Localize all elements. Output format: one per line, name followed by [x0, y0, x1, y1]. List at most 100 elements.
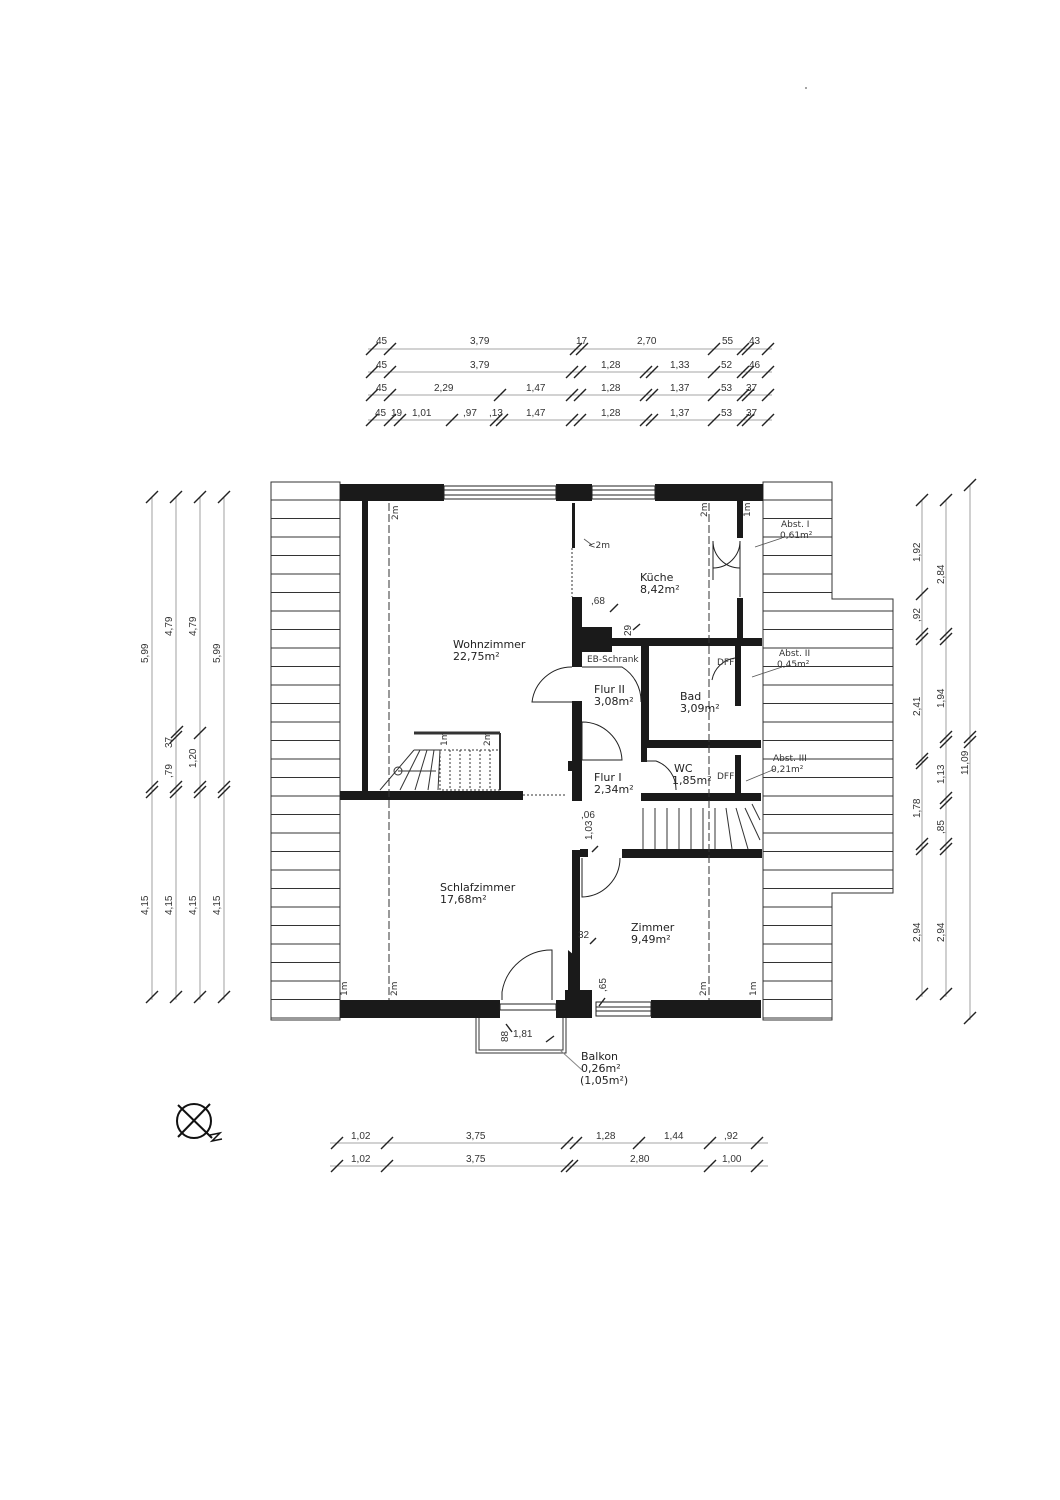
staircase-lower	[642, 803, 761, 850]
dim-label: ,92	[912, 608, 923, 622]
dim-label: 32	[578, 930, 590, 941]
room-wc: WC 1,85m²	[672, 762, 712, 787]
inner-dimensions: ,68 29 ,06 1,03 32 ,65 88 1,81	[500, 596, 641, 1043]
window-zimmer	[595, 1001, 652, 1017]
bottom-dimension-chains	[330, 1136, 768, 1173]
room-abst3: Abst. III 0,21m²	[771, 754, 807, 775]
dim-label: 1,28	[596, 1131, 616, 1142]
dim-label: 43	[749, 336, 761, 347]
room-kueche: Küche 8,42m²	[640, 571, 680, 596]
dim-label: 1,03	[584, 820, 595, 840]
height-label: 1m	[749, 982, 759, 997]
room-area: 8,42m²	[640, 583, 680, 596]
dim-label: 2,70	[637, 336, 657, 347]
north-label: N	[215, 1144, 216, 1146]
dim-label: 45	[375, 408, 387, 419]
dim-label: 1,81	[513, 1029, 533, 1040]
height-label: 2m	[391, 506, 401, 521]
dim-label: 4,15	[212, 895, 223, 915]
dim-label: 29	[623, 624, 634, 636]
room-flur1: Flur I 2,34m²	[594, 771, 634, 796]
room-area: 0,45m²	[777, 660, 810, 670]
room-name: Abst. III	[773, 754, 807, 764]
dim-label: 55	[722, 336, 734, 347]
dim-label: 1,28	[601, 360, 621, 371]
dim-label: ,13	[489, 408, 503, 419]
room-area: 2,34m²	[594, 783, 634, 796]
room-name: WC	[674, 762, 693, 775]
dim-label: 88	[500, 1030, 511, 1042]
dff-label: DFF	[717, 658, 734, 668]
door-abst2	[711, 657, 736, 681]
room-area: 0,21m²	[771, 765, 804, 775]
room-name: Flur II	[594, 683, 625, 696]
roof-area-right	[762, 481, 894, 1021]
dim-label: 3,79	[470, 360, 490, 371]
room-name: Bad	[680, 690, 701, 703]
door-flur2-bad	[582, 666, 642, 703]
room-name: Abst. I	[781, 520, 809, 530]
dim-label: 11,09	[960, 750, 971, 775]
room-area: 0,26m²	[581, 1062, 621, 1075]
height-label: 2m	[390, 982, 400, 997]
room-area-alt: (1,05m²)	[580, 1074, 628, 1087]
dim-label: 2,80	[630, 1154, 650, 1165]
staircase	[379, 731, 761, 850]
dim-label: ,65	[598, 978, 609, 992]
height-label: 2m	[700, 503, 710, 518]
dim-label: 1,02	[351, 1154, 371, 1165]
eb-schrank-label: EB-Schrank	[587, 655, 639, 665]
dim-label: 1,33	[670, 360, 690, 371]
dim-label: 1,92	[912, 542, 923, 562]
room-name: Schlafzimmer	[440, 881, 516, 894]
dim-label: 1,37	[670, 383, 690, 394]
top-dimension-labels: 45 3,79 17 2,70 55 43 45 3,79 1,28 1,33 …	[375, 336, 761, 419]
right-dimension-chains	[915, 478, 977, 1025]
dim-label: 1,78	[912, 798, 923, 818]
room-balkon: Balkon 0,26m² (1,05m²)	[580, 1050, 628, 1087]
dim-label: 1,37	[670, 408, 690, 419]
dim-label: 3,75	[466, 1154, 486, 1165]
room-area: 17,68m²	[440, 893, 487, 906]
room-area: 0,61m²	[780, 531, 813, 541]
roof-hatching	[270, 481, 894, 1021]
dim-label: 17	[576, 336, 588, 347]
dim-label: 1,28	[601, 383, 621, 394]
dim-label: 1,47	[526, 383, 546, 394]
dim-label: 4,15	[140, 895, 151, 915]
dim-label: 3,75	[466, 1131, 486, 1142]
dim-label: 1,00	[722, 1154, 742, 1165]
dim-label: 19	[391, 408, 403, 419]
dim-label: 4,79	[164, 616, 175, 636]
doors	[501, 540, 741, 1000]
dim-label: 45	[376, 360, 388, 371]
walls	[340, 484, 763, 1018]
height-lines	[388, 503, 710, 1000]
dim-label: 1,44	[664, 1131, 684, 1142]
dim-label: 4,79	[188, 616, 199, 636]
dff-label: DFF	[717, 772, 734, 782]
room-area: 3,09m²	[680, 702, 720, 715]
dim-label: ,92	[724, 1131, 738, 1142]
room-labels: Wohnzimmer 22,75m² Küche 8,42m² Flur II …	[440, 520, 813, 1087]
height-label: 1m	[440, 732, 450, 747]
leader-lines	[583, 537, 783, 782]
dim-label: 5,99	[212, 643, 223, 663]
room-schlafzimmer: Schlafzimmer 17,68m²	[440, 881, 516, 906]
dim-label: 1,02	[351, 1131, 371, 1142]
height-label: 2m	[483, 732, 493, 747]
dim-label: 37	[746, 408, 758, 419]
dim-label: 52	[721, 360, 733, 371]
dim-label: 2,84	[936, 564, 947, 584]
dim-label: 4,15	[164, 895, 175, 915]
dim-label: 2,94	[936, 922, 947, 942]
room-name: Flur I	[594, 771, 622, 784]
top-dimension-chains	[365, 342, 775, 427]
dim-label: 5,99	[140, 643, 151, 663]
left-dimension-labels: 5,99 4,15 4,79 ,79 4,15 4,79 37 1,20 4,1…	[140, 616, 223, 915]
room-name: Küche	[640, 571, 674, 584]
misc-labels: EB-Schrank DFF DFF <2m 2m 2m 1m 2m 1m 2m…	[340, 503, 759, 997]
height-label: 2m	[699, 982, 709, 997]
height-label: <2m	[588, 541, 610, 551]
